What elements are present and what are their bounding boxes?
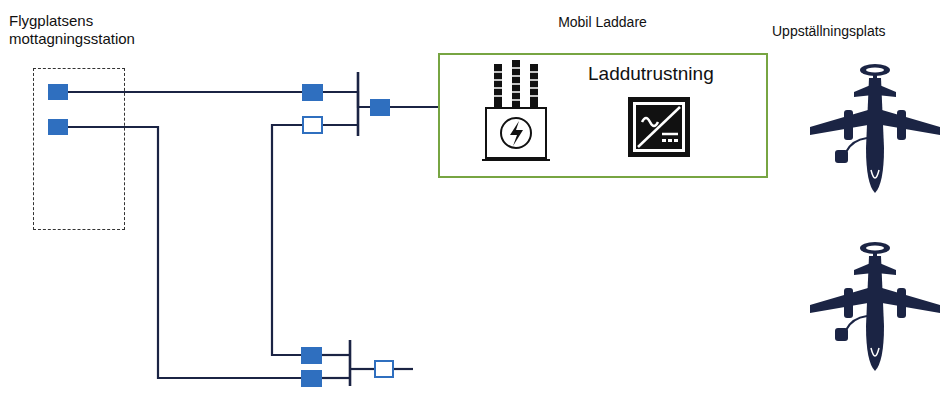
station-box: Flygplatsens mottagningsstation: [33, 68, 125, 230]
wiring: [68, 72, 413, 386]
breakers: [48, 84, 393, 387]
parking-label: Uppställningsplats: [772, 23, 886, 40]
equipment-label: Laddutrustning: [588, 63, 714, 86]
transformer-symbol: [482, 60, 550, 160]
charger-box: Mobil LaddareLaddutrustning: [438, 53, 768, 178]
converter-symbol: [628, 97, 690, 157]
feeder-line: [125, 92, 438, 107]
charger-heading: Mobil Laddare: [558, 14, 647, 31]
station-heading: Flygplatsens mottagningsstation: [9, 12, 159, 48]
